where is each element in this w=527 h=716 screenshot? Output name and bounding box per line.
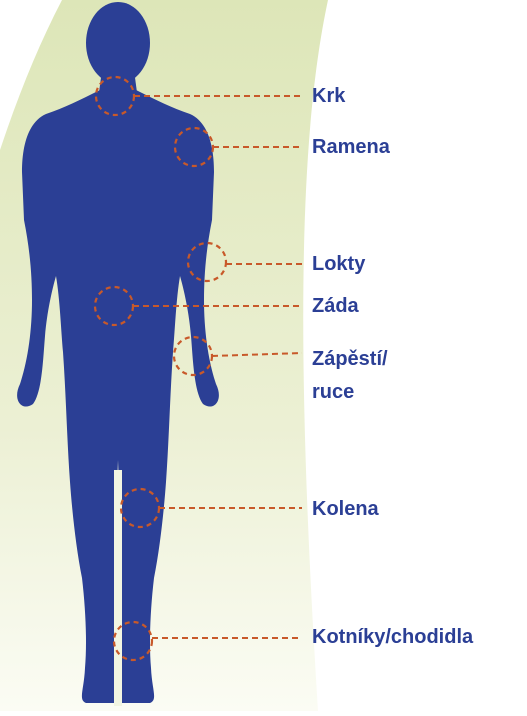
back-label: Záda <box>312 294 359 318</box>
wrists-label-line1: Zápěstí/ <box>312 347 388 371</box>
knees-label: Kolena <box>312 497 379 521</box>
wrists-label-line2: ruce <box>312 380 354 404</box>
neck-label: Krk <box>312 84 345 108</box>
ankles-label: Kotníky/chodidla <box>312 625 473 649</box>
shoulders-label: Ramena <box>312 135 390 159</box>
elbows-label: Lokty <box>312 252 365 276</box>
figure-leg-gap <box>114 470 122 706</box>
